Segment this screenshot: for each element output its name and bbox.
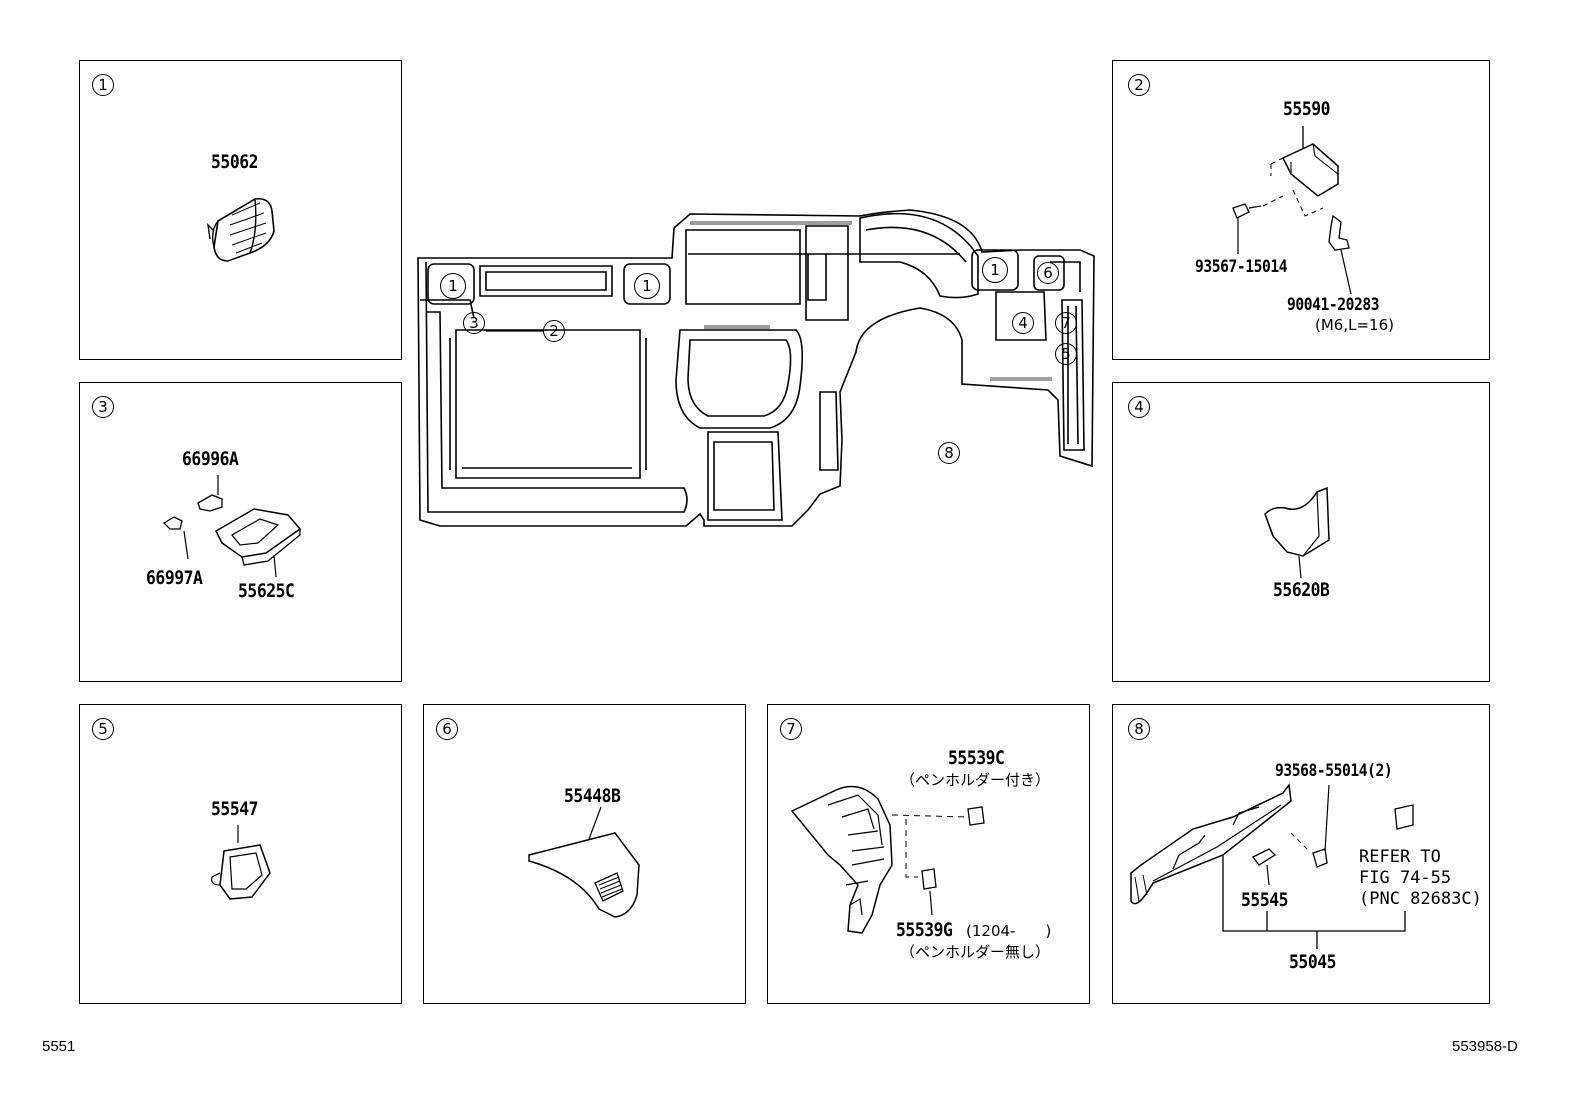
side-panel-icon	[528, 806, 640, 918]
part-number-66997A: 66997A	[146, 567, 203, 589]
callout-4: 4	[1012, 312, 1034, 334]
with-pen-holder-note: （ペンホルダー付き）	[900, 771, 1051, 789]
part-number-55045: 55045	[1289, 951, 1337, 973]
panel-6: 6 55448B	[423, 704, 746, 1004]
date-range-note: (1204- )	[966, 922, 1052, 940]
part-number-55062: 55062	[211, 151, 259, 173]
callout-vent-center: 1	[634, 273, 660, 299]
callout-6: 6	[1037, 262, 1059, 284]
panel-5: 5 55547	[79, 704, 402, 1004]
panel-number: 5	[92, 718, 114, 740]
bracket-parts-icon	[162, 475, 302, 578]
part-number-55620B: 55620B	[1273, 579, 1330, 601]
callout-vent-right: 1	[982, 257, 1008, 283]
part-number-55545: 55545	[1241, 889, 1289, 911]
part-number-55547: 55547	[211, 798, 259, 820]
panel-7: 7 55539C （ペンホルダー付き） 55539G (1204- ) （ペンホ…	[767, 704, 1090, 1004]
panel-number: 4	[1128, 396, 1150, 418]
refer-note-line3: (PNC 82683C)	[1359, 889, 1482, 909]
panel-number: 3	[92, 396, 114, 418]
part-number-55625C: 55625C	[238, 580, 295, 602]
refer-note-line1: REFER TO	[1359, 847, 1441, 867]
without-pen-holder-note: （ペンホルダー無し）	[900, 943, 1051, 961]
panel-1: 1 55062	[79, 60, 402, 360]
footer-left-code: 5551	[42, 1038, 76, 1055]
panel-number: 6	[436, 718, 458, 740]
panel-number: 1	[92, 74, 114, 96]
part-number-55539G: 55539G	[896, 919, 953, 941]
panel-4: 4 55620B	[1112, 382, 1490, 682]
part-number-90041-20283: 90041-20283	[1287, 295, 1380, 315]
footer-right-code: 553958-D	[1452, 1038, 1518, 1055]
knob-part-icon	[207, 197, 275, 262]
callout-7: 7	[1055, 312, 1077, 334]
callout-8: 8	[938, 442, 960, 464]
callout-3: 3	[463, 312, 485, 334]
panel-number: 2	[1128, 74, 1150, 96]
callout-2: 2	[543, 320, 565, 342]
refer-note-line2: FIG 74-55	[1359, 868, 1452, 888]
part-number-55590: 55590	[1283, 98, 1331, 120]
bolt-spec: (M6,L=16)	[1315, 316, 1394, 334]
part-number-55448B: 55448B	[564, 785, 621, 807]
module-assembly-icon	[1232, 126, 1352, 295]
glove-box-icon	[1130, 783, 1414, 949]
part-number-93568-55014: 93568-55014(2)	[1275, 761, 1393, 781]
part-number-66996A: 66996A	[182, 448, 239, 470]
callout-5: 5	[1055, 343, 1077, 365]
part-number-93567-15014: 93567-15014	[1195, 257, 1288, 277]
panel-3: 3 66996A 66997A 55625C	[79, 382, 402, 682]
callout-2-leader	[486, 330, 544, 332]
panel-8: 8 93568-55014(2) 55545 55045 REFER TO FI…	[1112, 704, 1490, 1004]
panel-number: 7	[780, 718, 802, 740]
panel-number: 8	[1128, 718, 1150, 740]
callout-vent-left: 1	[440, 273, 466, 299]
holder-part-icon	[211, 825, 271, 900]
panel-2: 2 55590 93567-15014 90041-20283 (M6,L=16…	[1112, 60, 1490, 360]
console-side-icon	[790, 785, 985, 934]
trim-cover-icon	[1264, 486, 1330, 579]
part-number-55539C: 55539C	[948, 747, 1005, 769]
